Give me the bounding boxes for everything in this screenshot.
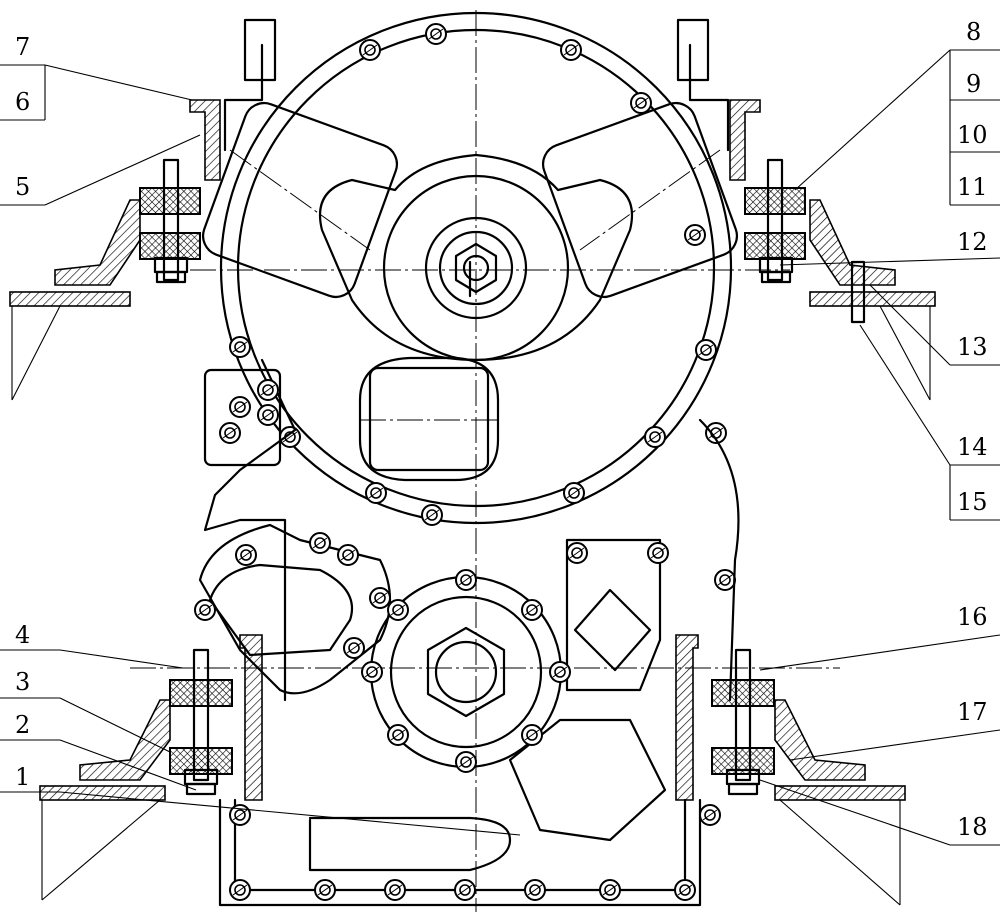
label-16: 16 bbox=[957, 603, 988, 631]
label-4: 4 bbox=[15, 621, 30, 649]
label-7: 7 bbox=[15, 33, 30, 61]
label-9: 9 bbox=[966, 70, 981, 98]
label-3: 3 bbox=[15, 668, 30, 696]
label-10: 10 bbox=[957, 121, 988, 149]
lower-housing bbox=[198, 358, 740, 907]
label-13: 13 bbox=[957, 333, 988, 361]
label-11: 11 bbox=[957, 173, 988, 201]
upper-right-mount bbox=[729, 99, 936, 401]
leader-lines bbox=[0, 49, 1000, 846]
label-15: 15 bbox=[957, 488, 988, 516]
left-pad bbox=[201, 101, 399, 299]
label-12: 12 bbox=[957, 228, 988, 256]
label-14: 14 bbox=[957, 433, 988, 461]
upper-left-mount bbox=[9, 99, 221, 401]
lower-right-mount bbox=[675, 634, 906, 906]
part-labels: 7 6 5 4 3 2 1 8 9 10 11 12 13 14 15 16 1… bbox=[15, 18, 988, 841]
right-pad bbox=[541, 101, 739, 299]
label-5: 5 bbox=[15, 173, 30, 201]
inspection-window bbox=[358, 356, 500, 482]
upper-housing bbox=[219, 11, 733, 525]
label-1: 1 bbox=[15, 763, 30, 791]
label-8: 8 bbox=[966, 18, 981, 46]
label-17: 17 bbox=[957, 698, 988, 726]
label-6: 6 bbox=[15, 88, 30, 116]
label-18: 18 bbox=[957, 813, 988, 841]
center-hub bbox=[318, 153, 634, 362]
lower-left-mount bbox=[39, 634, 263, 901]
label-2: 2 bbox=[15, 711, 30, 739]
